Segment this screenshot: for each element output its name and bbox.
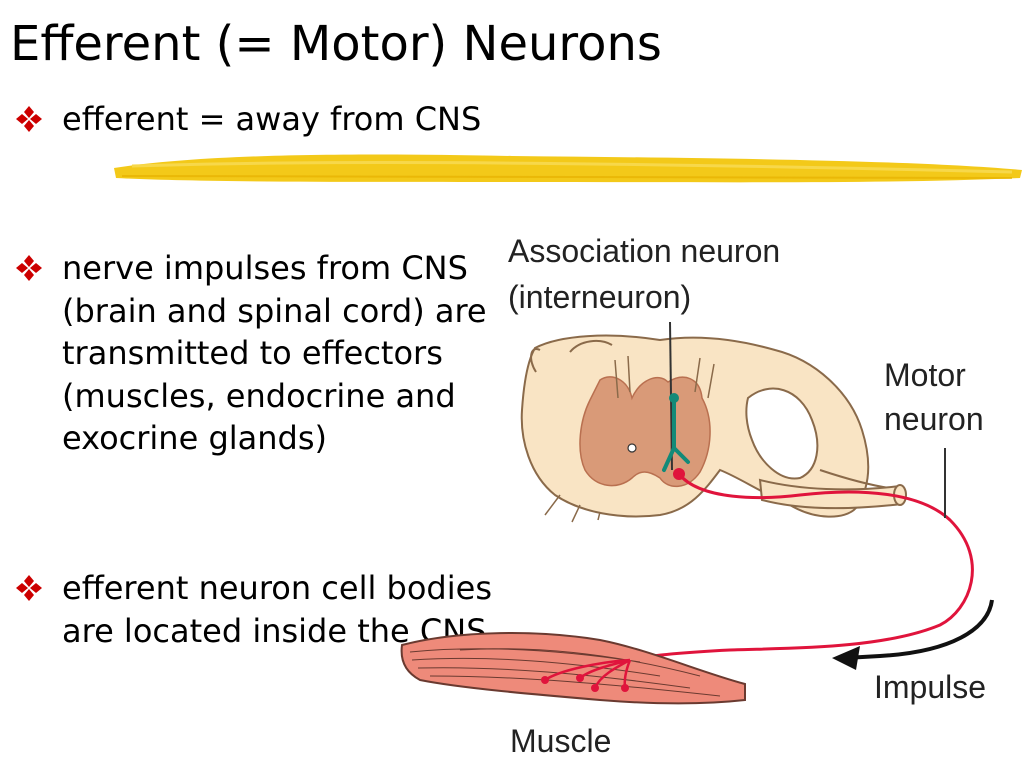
motor-neuron-label-line2: neuron (884, 401, 984, 437)
motor-neuron-diagram: Association neuron (interneuron) Motor n… (400, 233, 994, 759)
bullet-text: nerve impulses from CNS (brain and spina… (62, 249, 487, 457)
neuromuscular-junctions (541, 658, 632, 692)
four-diamond-bullet-icon (16, 575, 42, 601)
motor-neuron-axon (629, 468, 974, 662)
bullet-item: efferent = away from CNS (14, 98, 514, 141)
association-neuron-label-line2: (interneuron) (508, 279, 691, 315)
four-diamond-bullet-icon (16, 106, 42, 132)
association-neuron-label-line1: Association neuron (508, 233, 780, 269)
muscle-label: Muscle (510, 723, 611, 759)
interneuron (662, 321, 690, 472)
highlight-stroke (114, 154, 1022, 183)
four-diamond-bullet-icon (16, 255, 42, 281)
bullet-item: nerve impulses from CNS (brain and spina… (14, 247, 514, 460)
motor-neuron-label-line1: Motor (884, 357, 966, 393)
impulse-arrow (832, 599, 994, 670)
bullet-text: efferent = away from CNS (62, 100, 482, 138)
impulse-label: Impulse (874, 669, 986, 705)
slide-title: Efferent (= Motor) Neurons (10, 16, 662, 72)
spinal-cord-cross-section (520, 334, 906, 523)
